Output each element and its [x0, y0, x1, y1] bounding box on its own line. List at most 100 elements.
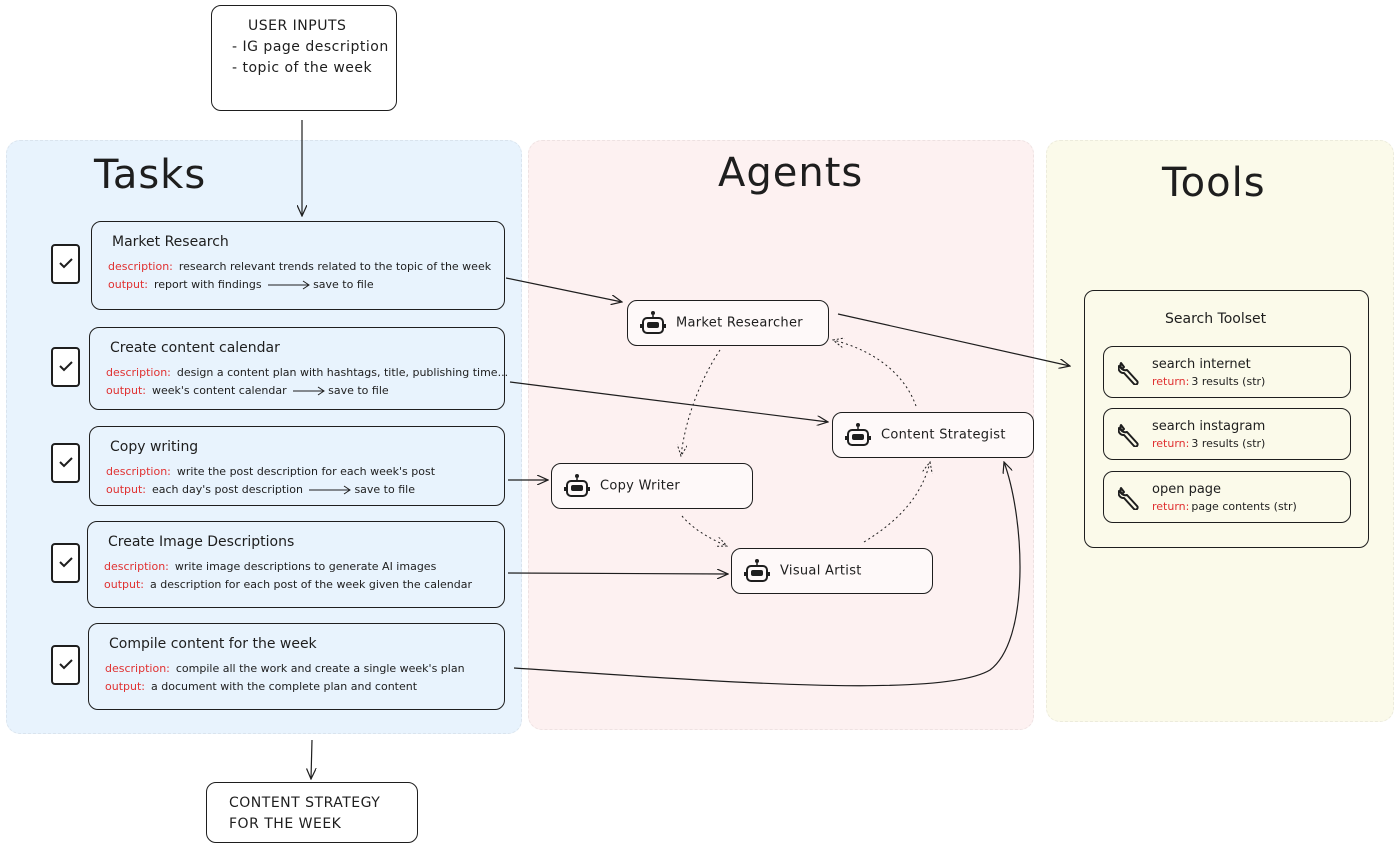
tool-return: return:3 results (str): [1152, 375, 1265, 388]
task-card-compile-content[interactable]: Compile content for the week description…: [88, 623, 505, 710]
save-text: save to file: [313, 278, 374, 291]
description-label: description:: [108, 260, 173, 273]
task-title: Create content calendar: [110, 340, 280, 356]
wrench-icon: [1118, 424, 1139, 447]
output-label: output:: [108, 278, 148, 291]
user-input-item: - IG page description: [232, 39, 389, 55]
tool-name: search internet: [1152, 357, 1251, 372]
return-label: return:: [1152, 375, 1190, 388]
user-inputs-box: USER INPUTS - IG page description - topi…: [211, 5, 397, 111]
description-text: write image descriptions to generate AI …: [174, 560, 437, 573]
description-label: description:: [106, 465, 171, 478]
task-description: description: write image descriptions to …: [104, 560, 436, 573]
save-text: save to file: [328, 384, 389, 397]
output-text: week's content calendar: [152, 384, 287, 397]
task-description: description: write the post description f…: [106, 465, 435, 478]
tool-name: open page: [1152, 482, 1222, 497]
output-label: output:: [106, 483, 146, 496]
task-output: output: report with findings save to file: [108, 278, 374, 291]
task-card-market-research[interactable]: Market Research description: research rel…: [91, 221, 505, 310]
agent-copy-writer[interactable]: Copy Writer: [551, 463, 753, 509]
description-text: research relevant trends related to the …: [178, 260, 492, 273]
task-description: description: research relevant trends rel…: [108, 260, 491, 273]
task-title: Compile content for the week: [109, 636, 317, 652]
output-text: report with findings: [154, 278, 262, 291]
robot-icon: [640, 311, 666, 334]
agent-market-researcher[interactable]: Market Researcher: [627, 300, 829, 346]
task-description: description: design a content plan with h…: [106, 366, 508, 379]
task-checkbox[interactable]: [51, 543, 80, 583]
final-output-box: CONTENT STRATEGY FOR THE WEEK: [206, 782, 418, 843]
final-output-line: FOR THE WEEK: [229, 816, 342, 832]
output-label: output:: [105, 680, 145, 693]
check-icon: [59, 457, 73, 468]
description-text: write the post description for each week…: [176, 465, 436, 478]
task-title: Copy writing: [110, 439, 199, 455]
task-checkbox[interactable]: [51, 645, 80, 685]
save-text: save to file: [354, 483, 415, 496]
user-input-item: - topic of the week: [232, 60, 373, 76]
output-label: output:: [104, 578, 144, 591]
tools-title: Tools: [1162, 160, 1266, 206]
robot-icon: [845, 423, 871, 446]
agent-visual-artist[interactable]: Visual Artist: [731, 548, 933, 594]
tool-return: return:3 results (str): [1152, 437, 1265, 450]
task-title: Market Research: [112, 234, 229, 250]
task-output: output: a document with the complete plan…: [105, 680, 417, 693]
description-label: description:: [104, 560, 169, 573]
agent-content-strategist[interactable]: Content Strategist: [832, 412, 1034, 458]
task-description: description: compile all the work and cre…: [105, 662, 465, 675]
agent-label: Content Strategist: [881, 427, 1006, 443]
task-card-content-calendar[interactable]: Create content calendar description: desi…: [89, 327, 508, 410]
wrench-icon: [1118, 362, 1139, 385]
check-icon: [59, 557, 73, 568]
check-icon: [59, 659, 73, 670]
tasks-panel: [6, 140, 522, 734]
description-label: description:: [106, 366, 171, 379]
task-output: output: a description for each post of th…: [104, 578, 472, 591]
description-text: compile all the work and create a single…: [175, 662, 465, 675]
output-text: a document with the complete plan and co…: [151, 680, 418, 693]
agents-title: Agents: [718, 150, 864, 196]
tool-name: search instagram: [1152, 419, 1266, 434]
robot-icon: [744, 559, 770, 582]
task-title: Create Image Descriptions: [108, 534, 295, 550]
arrow-tasks-to-output: [311, 739, 312, 779]
arrow-right-icon: [309, 485, 352, 495]
output-text: each day's post description: [152, 483, 303, 496]
toolset-title: Search Toolset: [1165, 311, 1267, 327]
arrow-right-icon: [268, 280, 310, 290]
return-text: page contents (str): [1191, 500, 1297, 513]
task-output: output: week's content calendar save to f…: [106, 384, 389, 397]
task-checkbox[interactable]: [51, 347, 80, 387]
output-text: a description for each post of the week …: [150, 578, 473, 591]
description-label: description:: [105, 662, 170, 675]
return-text: 3 results (str): [1191, 375, 1266, 388]
tool-search-internet[interactable]: search internet return:3 results (str): [1103, 346, 1351, 398]
tool-search-instagram[interactable]: search instagram return:3 results (str): [1103, 408, 1351, 460]
user-inputs-title: USER INPUTS: [248, 18, 347, 34]
arrow-right-icon: [293, 386, 326, 396]
task-checkbox[interactable]: [51, 443, 80, 483]
toolset-box: Search Toolset: [1084, 290, 1369, 548]
task-card-copy-writing[interactable]: Copy writing description: write the post …: [89, 426, 505, 506]
output-label: output:: [106, 384, 146, 397]
task-card-image-descriptions[interactable]: Create Image Descriptions description: wr…: [87, 521, 505, 608]
wrench-icon: [1118, 487, 1139, 510]
robot-icon: [564, 474, 590, 497]
tasks-title: Tasks: [94, 152, 207, 198]
tool-open-page[interactable]: open page return:page contents (str): [1103, 471, 1351, 523]
return-label: return:: [1152, 437, 1190, 450]
task-output: output: each day's post description save …: [106, 483, 415, 496]
agent-label: Visual Artist: [780, 563, 862, 579]
final-output-line: CONTENT STRATEGY: [229, 795, 381, 811]
return-label: return:: [1152, 500, 1190, 513]
tool-return: return:page contents (str): [1152, 500, 1297, 513]
agent-label: Market Researcher: [676, 315, 803, 331]
check-icon: [59, 258, 73, 269]
description-text: design a content plan with hashtags, tit…: [176, 366, 509, 379]
tools-panel: [1046, 140, 1394, 722]
return-text: 3 results (str): [1191, 437, 1266, 450]
agent-label: Copy Writer: [600, 478, 681, 494]
task-checkbox[interactable]: [51, 244, 80, 284]
